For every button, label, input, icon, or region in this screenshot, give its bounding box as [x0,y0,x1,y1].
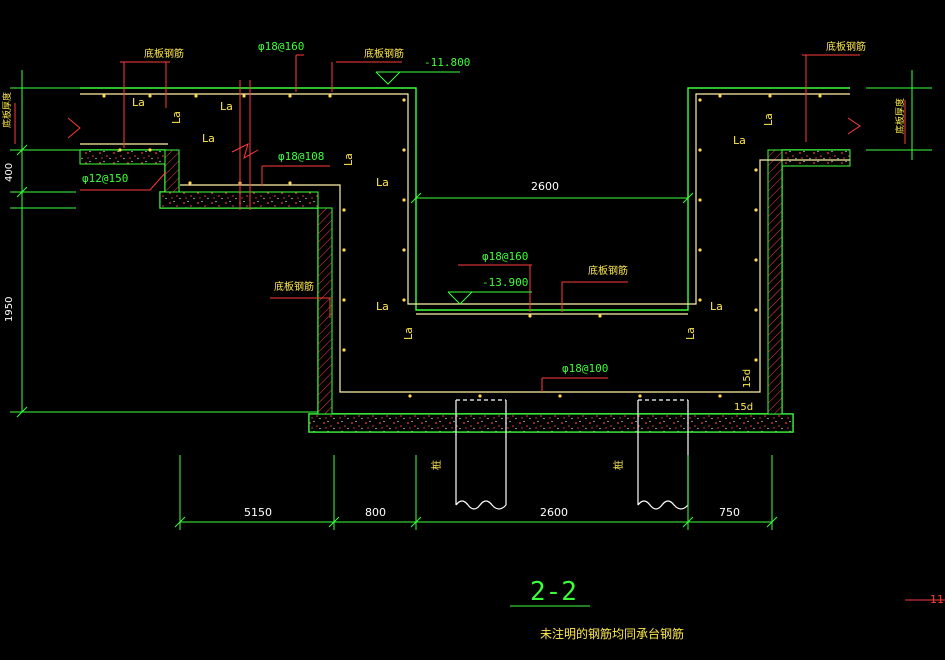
thickness-label-left: 底板厚度 [1,92,13,128]
wall-left-hatch [317,207,333,415]
wall-left-upper-hatch [164,149,180,193]
slab-right-fill [781,149,851,167]
rebar-dots [102,94,822,398]
piles [455,399,689,510]
bottom-bar-label-1: 底板钢筋 [144,47,184,60]
leader-lines [14,54,945,601]
rebar-label-bottom: φ18@100 [562,362,608,375]
la-label-8: La [170,111,183,124]
dimension-lines [10,70,932,607]
rebar-label-slab: φ12@150 [82,172,128,185]
la-label-6: La [733,134,746,147]
dim-800: 800 [365,506,386,519]
d15-label-2: 15d [734,402,753,413]
d15-label-1: 15d [742,369,753,388]
dim-5150: 5150 [244,506,272,519]
la-label-9: La [342,153,355,166]
la-label-4: La [376,176,389,189]
la-label-12: La [762,113,775,126]
rebar-lines [80,93,850,393]
thickness-label-right: 底板厚度 [894,98,906,134]
dim-1950: 1950 [4,297,15,322]
bottom-bar-label-3: 底板钢筋 [826,40,866,53]
la-label-7: La [710,300,723,313]
slab-step-fill [159,191,319,209]
pile-label-2: 桩 [612,460,625,470]
pile-label-1: 桩 [430,460,443,470]
la-label-11: La [684,327,697,340]
la-label-5: La [376,300,389,313]
wall-right-hatch [767,149,783,415]
cut-label: -11. [926,593,945,606]
section-title: 2-2 [530,577,577,607]
dim-750: 750 [719,506,740,519]
rebar-label-mid-left: φ18@108 [278,150,324,163]
bottom-bar-label-5: 底板钢筋 [588,264,628,277]
la-label-1: La [132,96,145,109]
level-markers [375,71,532,305]
base-slab-fill [308,413,794,433]
rebar-label-top-left: φ18@160 [258,40,304,53]
la-label-2: La [220,100,233,113]
labels: φ18@160 φ18@108 φ12@150 φ18@160 φ18@100 … [1,40,945,641]
bottom-bar-label-2: 底板钢筋 [364,47,404,60]
level-pit-label: -13.900 [482,276,528,289]
la-label-10: La [402,327,415,340]
dim-2600-top: 2600 [531,180,559,193]
rebar-label-pit: φ18@160 [482,250,528,263]
bottom-bar-label-4: 底板钢筋 [274,280,314,293]
dim-400: 400 [4,163,15,182]
la-label-3: La [202,132,215,145]
dim-2600-bottom: 2600 [540,506,568,519]
drawing-note: 未注明的钢筋均同承台钢筋 [540,626,684,641]
slab-left-fill [79,149,166,165]
level-top-label: -11.800 [424,56,470,69]
